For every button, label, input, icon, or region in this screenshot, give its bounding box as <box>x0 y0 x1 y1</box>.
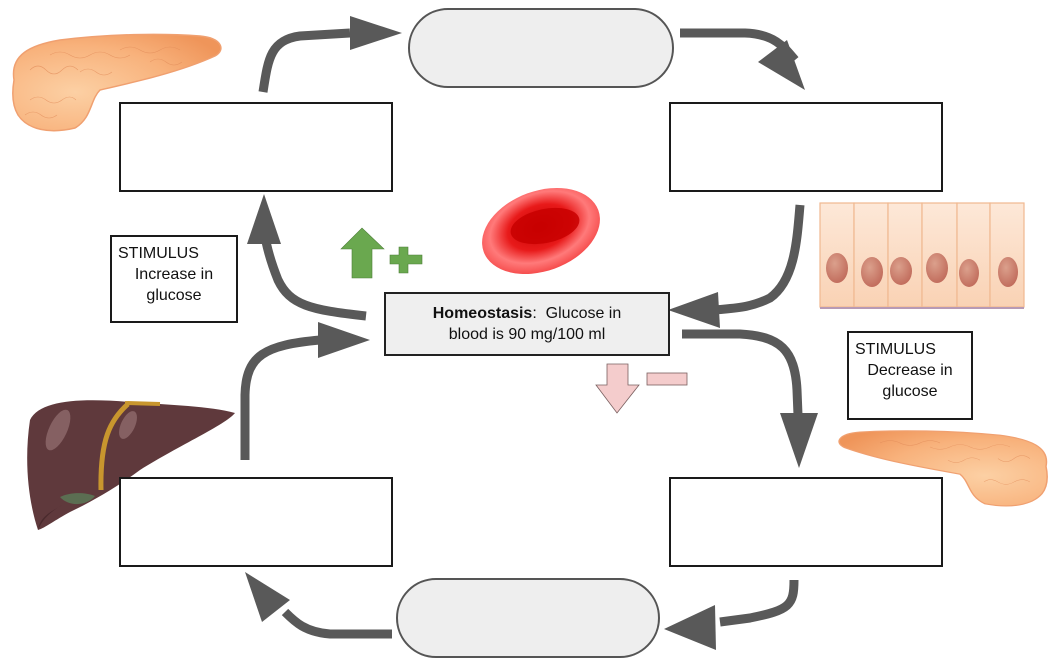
top-right-blank-box[interactable] <box>669 102 943 192</box>
down-arrow-icon <box>595 363 640 414</box>
minus-icon <box>646 372 688 386</box>
bottom-right-blank-box[interactable] <box>669 477 943 567</box>
stimulus-decrease-box: STIMULUS Decrease in glucose <box>847 331 973 420</box>
arrowhead-icon <box>245 572 290 622</box>
arrow-bottomright-to-pill <box>719 579 799 627</box>
arrowhead-icon <box>668 292 720 328</box>
arrowhead-icon <box>350 16 402 50</box>
plus-icon <box>389 246 423 274</box>
homeostasis-box: Homeostasis: Glucose in blood is 90 mg/1… <box>384 292 670 356</box>
arrowhead-icon <box>318 322 370 358</box>
stimulus-description: Increase in <box>134 266 214 283</box>
stimulus-label: STIMULUS <box>118 245 199 262</box>
arrows <box>240 28 805 639</box>
arrowhead-icon <box>780 413 818 468</box>
arrow-topleft-to-pill <box>258 28 351 93</box>
stimulus-label: STIMULUS <box>855 341 936 358</box>
up-arrow-icon <box>340 227 385 279</box>
top-left-blank-box[interactable] <box>119 102 393 192</box>
bottom-blank-pill[interactable] <box>396 578 660 658</box>
liver-illustration <box>27 400 235 530</box>
pancreas-illustration <box>12 33 222 132</box>
homeostasis-text: : Glucose in <box>532 305 622 322</box>
homeostasis-title: Homeostasis <box>432 305 533 322</box>
stimulus-description: glucose <box>146 287 202 304</box>
arrowhead-icon <box>664 605 716 650</box>
body-cells-illustration <box>819 202 1025 309</box>
decrease-indicator <box>595 363 688 414</box>
arrowheads <box>245 16 818 650</box>
arrow-bottomleft-to-center <box>240 335 321 460</box>
pancreas-illustration <box>838 430 1048 507</box>
bottom-left-blank-box[interactable] <box>119 477 393 567</box>
arrow-topright-to-center <box>714 204 805 315</box>
arrowhead-icon <box>247 194 281 244</box>
stimulus-increase-box: STIMULUS Increase in glucose <box>110 235 238 323</box>
increase-indicator <box>340 227 423 279</box>
homeostasis-line-1: Homeostasis: Glucose in <box>386 303 668 324</box>
arrow-center-to-topleft <box>259 229 367 321</box>
stimulus-description: Decrease in <box>867 362 953 379</box>
homeostasis-line-2: blood is 90 mg/100 ml <box>448 326 606 343</box>
stimulus-description: glucose <box>882 383 938 400</box>
red-blood-cell-illustration <box>482 188 600 274</box>
arrow-center-to-bottomright <box>682 329 803 416</box>
top-blank-pill[interactable] <box>408 8 674 88</box>
arrow-pill-to-bottomleft <box>281 608 392 639</box>
arrowhead-icon <box>758 40 805 90</box>
